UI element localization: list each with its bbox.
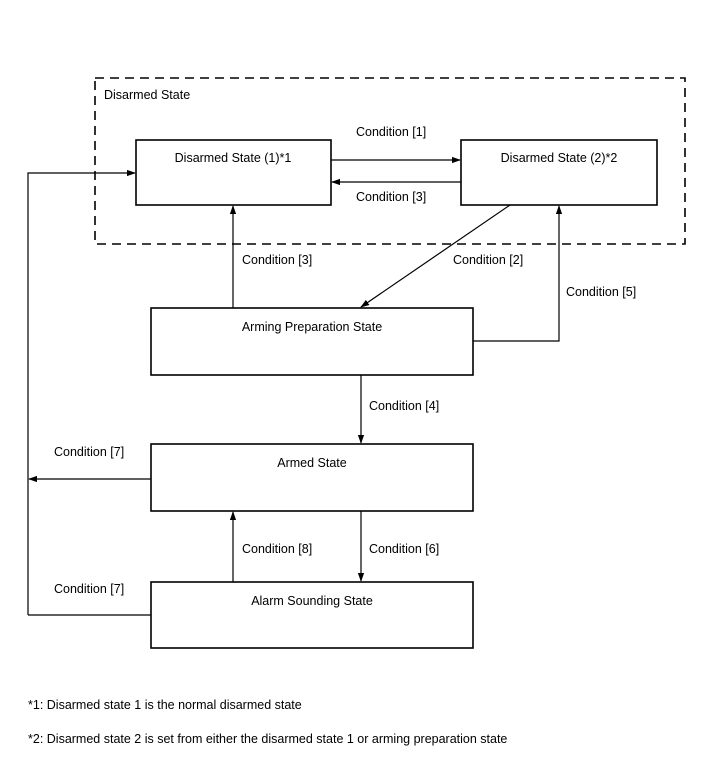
armed-state-box [150, 443, 474, 512]
label-alarm-to-d1: Condition [7] [54, 582, 124, 596]
footnote-1: *1: Disarmed state 1 is the normal disar… [28, 698, 302, 712]
disarmed-state-1-box [135, 139, 332, 206]
disarmed-state-group [94, 77, 686, 245]
arming-preparation-state-label: Arming Preparation State [242, 320, 382, 334]
label-prep-to-d1: Condition [3] [242, 253, 312, 267]
arming-preparation-state-box [150, 307, 474, 376]
return-line-to-d1 [27, 169, 136, 615]
armed-state-label: Armed State [277, 456, 347, 470]
disarmed-state-2-label: Disarmed State (2)*2 [501, 151, 618, 165]
label-armed-to-d1: Condition [7] [54, 445, 124, 459]
disarmed-state-group-label: Disarmed State [104, 88, 190, 102]
label-prep-to-armed: Condition [4] [369, 399, 439, 413]
label-d1-to-d2: Condition [1] [356, 125, 426, 139]
disarmed-state-1-label: Disarmed State (1)*1 [175, 151, 292, 165]
alarm-sounding-state-box [150, 581, 474, 649]
arrow-d2-to-prep [360, 204, 511, 308]
label-alarm-to-armed: Condition [8] [242, 542, 312, 556]
disarmed-state-2-box [460, 139, 658, 206]
label-d2-to-prep: Condition [2] [453, 253, 523, 267]
label-prep-to-d2: Condition [5] [566, 285, 636, 299]
label-armed-to-alarm: Condition [6] [369, 542, 439, 556]
arrow-prep-to-d2 [473, 205, 563, 342]
footnote-2: *2: Disarmed state 2 is set from either … [28, 732, 508, 746]
alarm-sounding-state-label: Alarm Sounding State [251, 594, 373, 608]
label-d2-to-d1: Condition [3] [356, 190, 426, 204]
